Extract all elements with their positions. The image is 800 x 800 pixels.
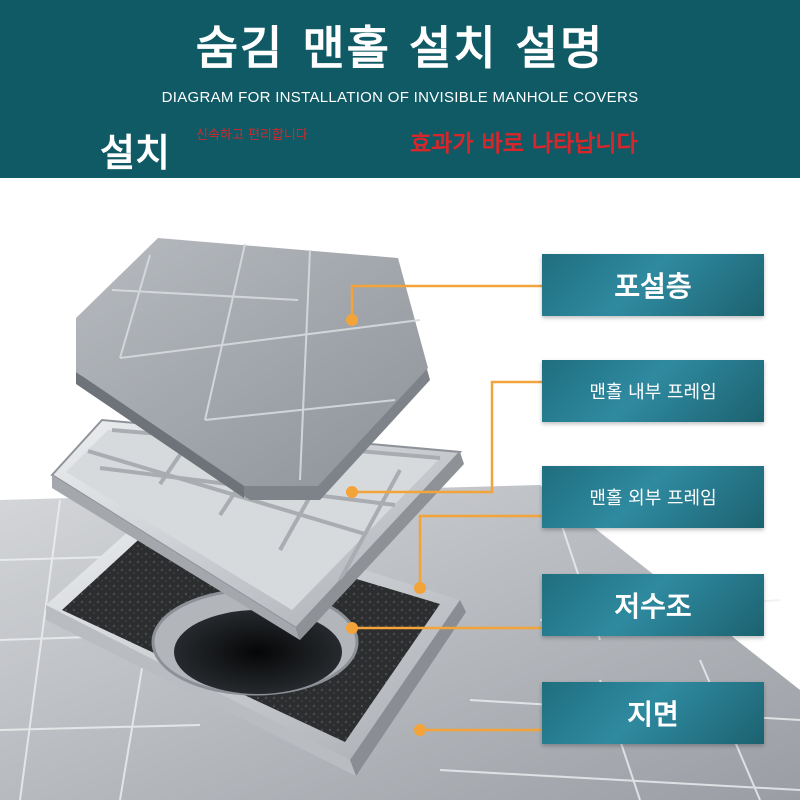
leader-lines bbox=[350, 284, 542, 732]
note-effect: 효과가 바로 나타납니다 bbox=[410, 131, 638, 157]
manhole-diagram bbox=[0, 238, 800, 800]
label-reservoir: 저수조 bbox=[542, 574, 764, 636]
page-subtitle: DIAGRAM FOR INSTALLATION OF INVISIBLE MA… bbox=[161, 89, 639, 106]
leader-dots bbox=[346, 314, 426, 736]
note-quick: 신속하고 편리합니다 bbox=[196, 128, 308, 143]
label-paving-layer: 포설층 bbox=[542, 254, 764, 316]
label-outer-frame: 맨홀 외부 프레임 bbox=[542, 466, 764, 528]
page-title: 숨김 맨홀 설치 설명 bbox=[195, 21, 605, 75]
paving-cover bbox=[76, 238, 430, 500]
header-banner: 숨김 맨홀 설치 설명 DIAGRAM FOR INSTALLATION OF … bbox=[0, 0, 800, 178]
install-label: 설치 bbox=[100, 131, 170, 175]
inner-frame bbox=[50, 418, 464, 640]
label-inner-frame: 맨홀 내부 프레임 bbox=[542, 360, 764, 422]
label-ground: 지면 bbox=[542, 682, 764, 744]
